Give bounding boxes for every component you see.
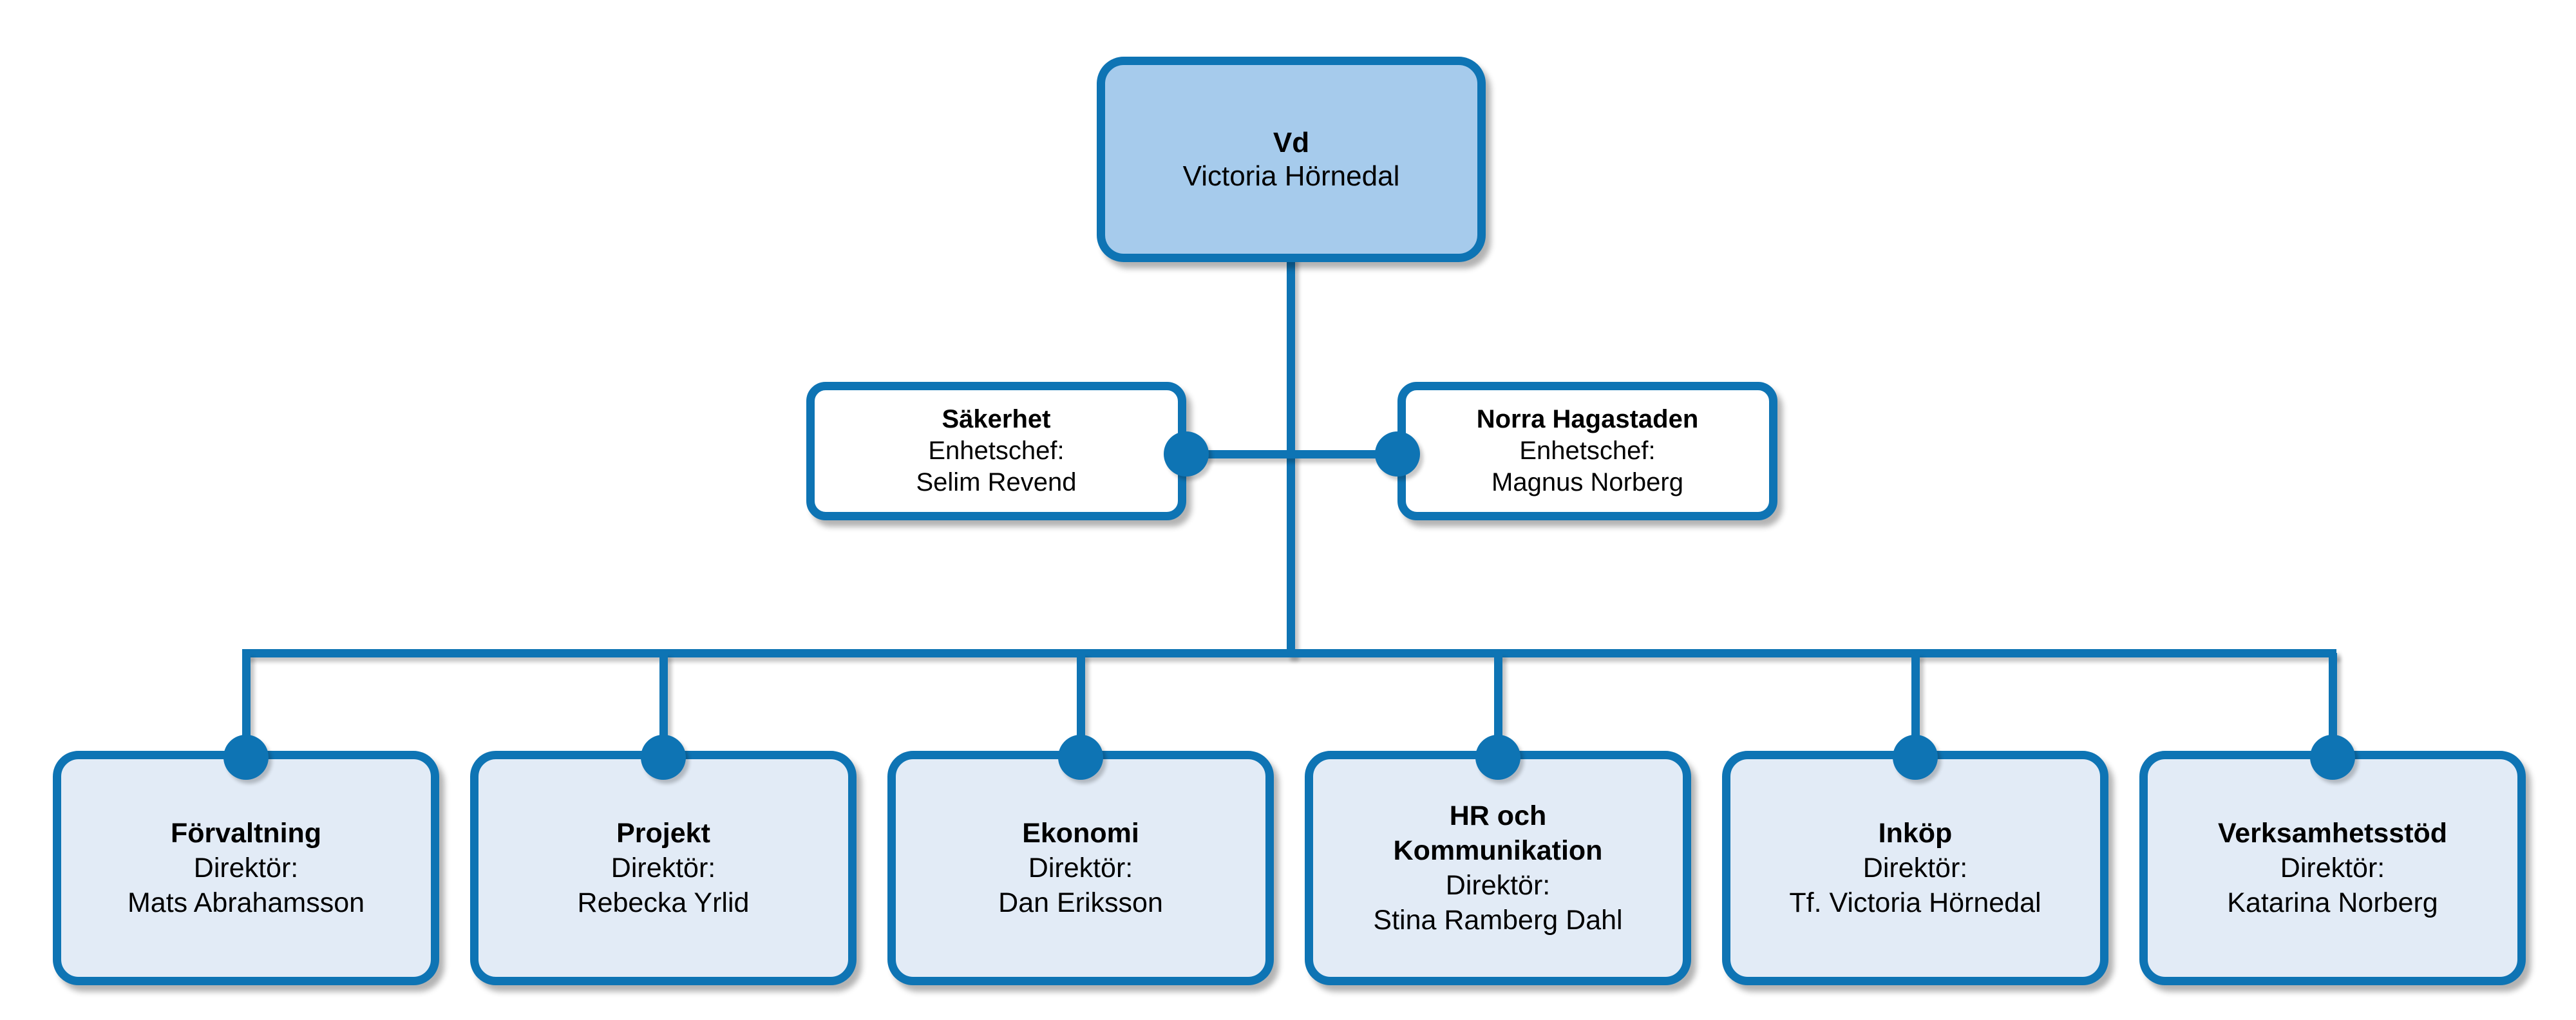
connector-dot-sakerhet bbox=[1164, 431, 1209, 477]
org-node-verksamhetsstod: Verksamhetsstöd Direktör: Katarina Norbe… bbox=[2139, 751, 2526, 985]
connector-dot-forvaltning bbox=[223, 735, 269, 780]
node-person-name: Magnus Norberg bbox=[1492, 468, 1683, 496]
node-title: Projekt bbox=[616, 818, 710, 849]
node-person-name: Tf. Victoria Hörnedal bbox=[1789, 887, 2041, 918]
org-node-sakerhet: Säkerhet Enhetschef: Selim Revend bbox=[806, 382, 1186, 520]
node-person-name: Rebecka Yrlid bbox=[577, 887, 750, 918]
node-title: Förvaltning bbox=[170, 818, 322, 849]
node-title: Säkerhet bbox=[942, 405, 1051, 433]
org-node-hr-och-kommunikation: HR och Kommunikation Direktör: Stina Ram… bbox=[1305, 751, 1691, 985]
connector-dot-projekt bbox=[641, 735, 686, 780]
node-role-label: Direktör: bbox=[2280, 853, 2385, 883]
node-title: Norra Hagastaden bbox=[1476, 405, 1699, 433]
node-role-label: Direktör: bbox=[1028, 853, 1133, 883]
node-role-label: Direktör: bbox=[611, 853, 716, 883]
connector-dot-hr bbox=[1475, 735, 1520, 780]
node-person-name: Victoria Hörnedal bbox=[1182, 160, 1400, 192]
connector-unit-stub bbox=[1186, 450, 1397, 458]
node-person-name: Dan Eriksson bbox=[998, 887, 1163, 918]
node-person-name: Stina Ramberg Dahl bbox=[1373, 905, 1623, 936]
org-node-vd: Vd Victoria Hörnedal bbox=[1097, 57, 1486, 262]
connector-dot-ekonomi bbox=[1058, 735, 1103, 780]
org-node-forvaltning: Förvaltning Direktör: Mats Abrahamsson bbox=[53, 751, 439, 985]
node-role-label: Enhetschef: bbox=[928, 437, 1065, 465]
node-role-label: Direktör: bbox=[1445, 870, 1551, 901]
node-title: Inköp bbox=[1878, 818, 1953, 849]
connector-dot-inkop bbox=[1893, 735, 1938, 780]
node-role-label: Direktör: bbox=[1862, 853, 1968, 883]
node-title: Vd bbox=[1273, 126, 1310, 158]
node-title: Ekonomi bbox=[1022, 818, 1139, 849]
org-node-inkop: Inköp Direktör: Tf. Victoria Hörnedal bbox=[1722, 751, 2108, 985]
node-role-label: Enhetschef: bbox=[1519, 437, 1656, 465]
node-person-name: Mats Abrahamsson bbox=[127, 887, 365, 918]
connector-distributor bbox=[242, 649, 2336, 657]
node-role-label: Direktör: bbox=[193, 853, 299, 883]
org-node-ekonomi: Ekonomi Direktör: Dan Eriksson bbox=[887, 751, 1274, 985]
node-title: Verksamhetsstöd bbox=[2217, 818, 2448, 849]
org-node-norra-hagastaden: Norra Hagastaden Enhetschef: Magnus Norb… bbox=[1397, 382, 1777, 520]
node-person-name: Selim Revend bbox=[916, 468, 1077, 496]
node-person-name: Katarina Norberg bbox=[2227, 887, 2438, 918]
connector-dot-norra-hagastaden bbox=[1375, 431, 1420, 477]
connector-dot-verksamhetsstod bbox=[2310, 735, 2355, 780]
node-title: HR och Kommunikation bbox=[1393, 800, 1603, 866]
org-node-projekt: Projekt Direktör: Rebecka Yrlid bbox=[470, 751, 857, 985]
